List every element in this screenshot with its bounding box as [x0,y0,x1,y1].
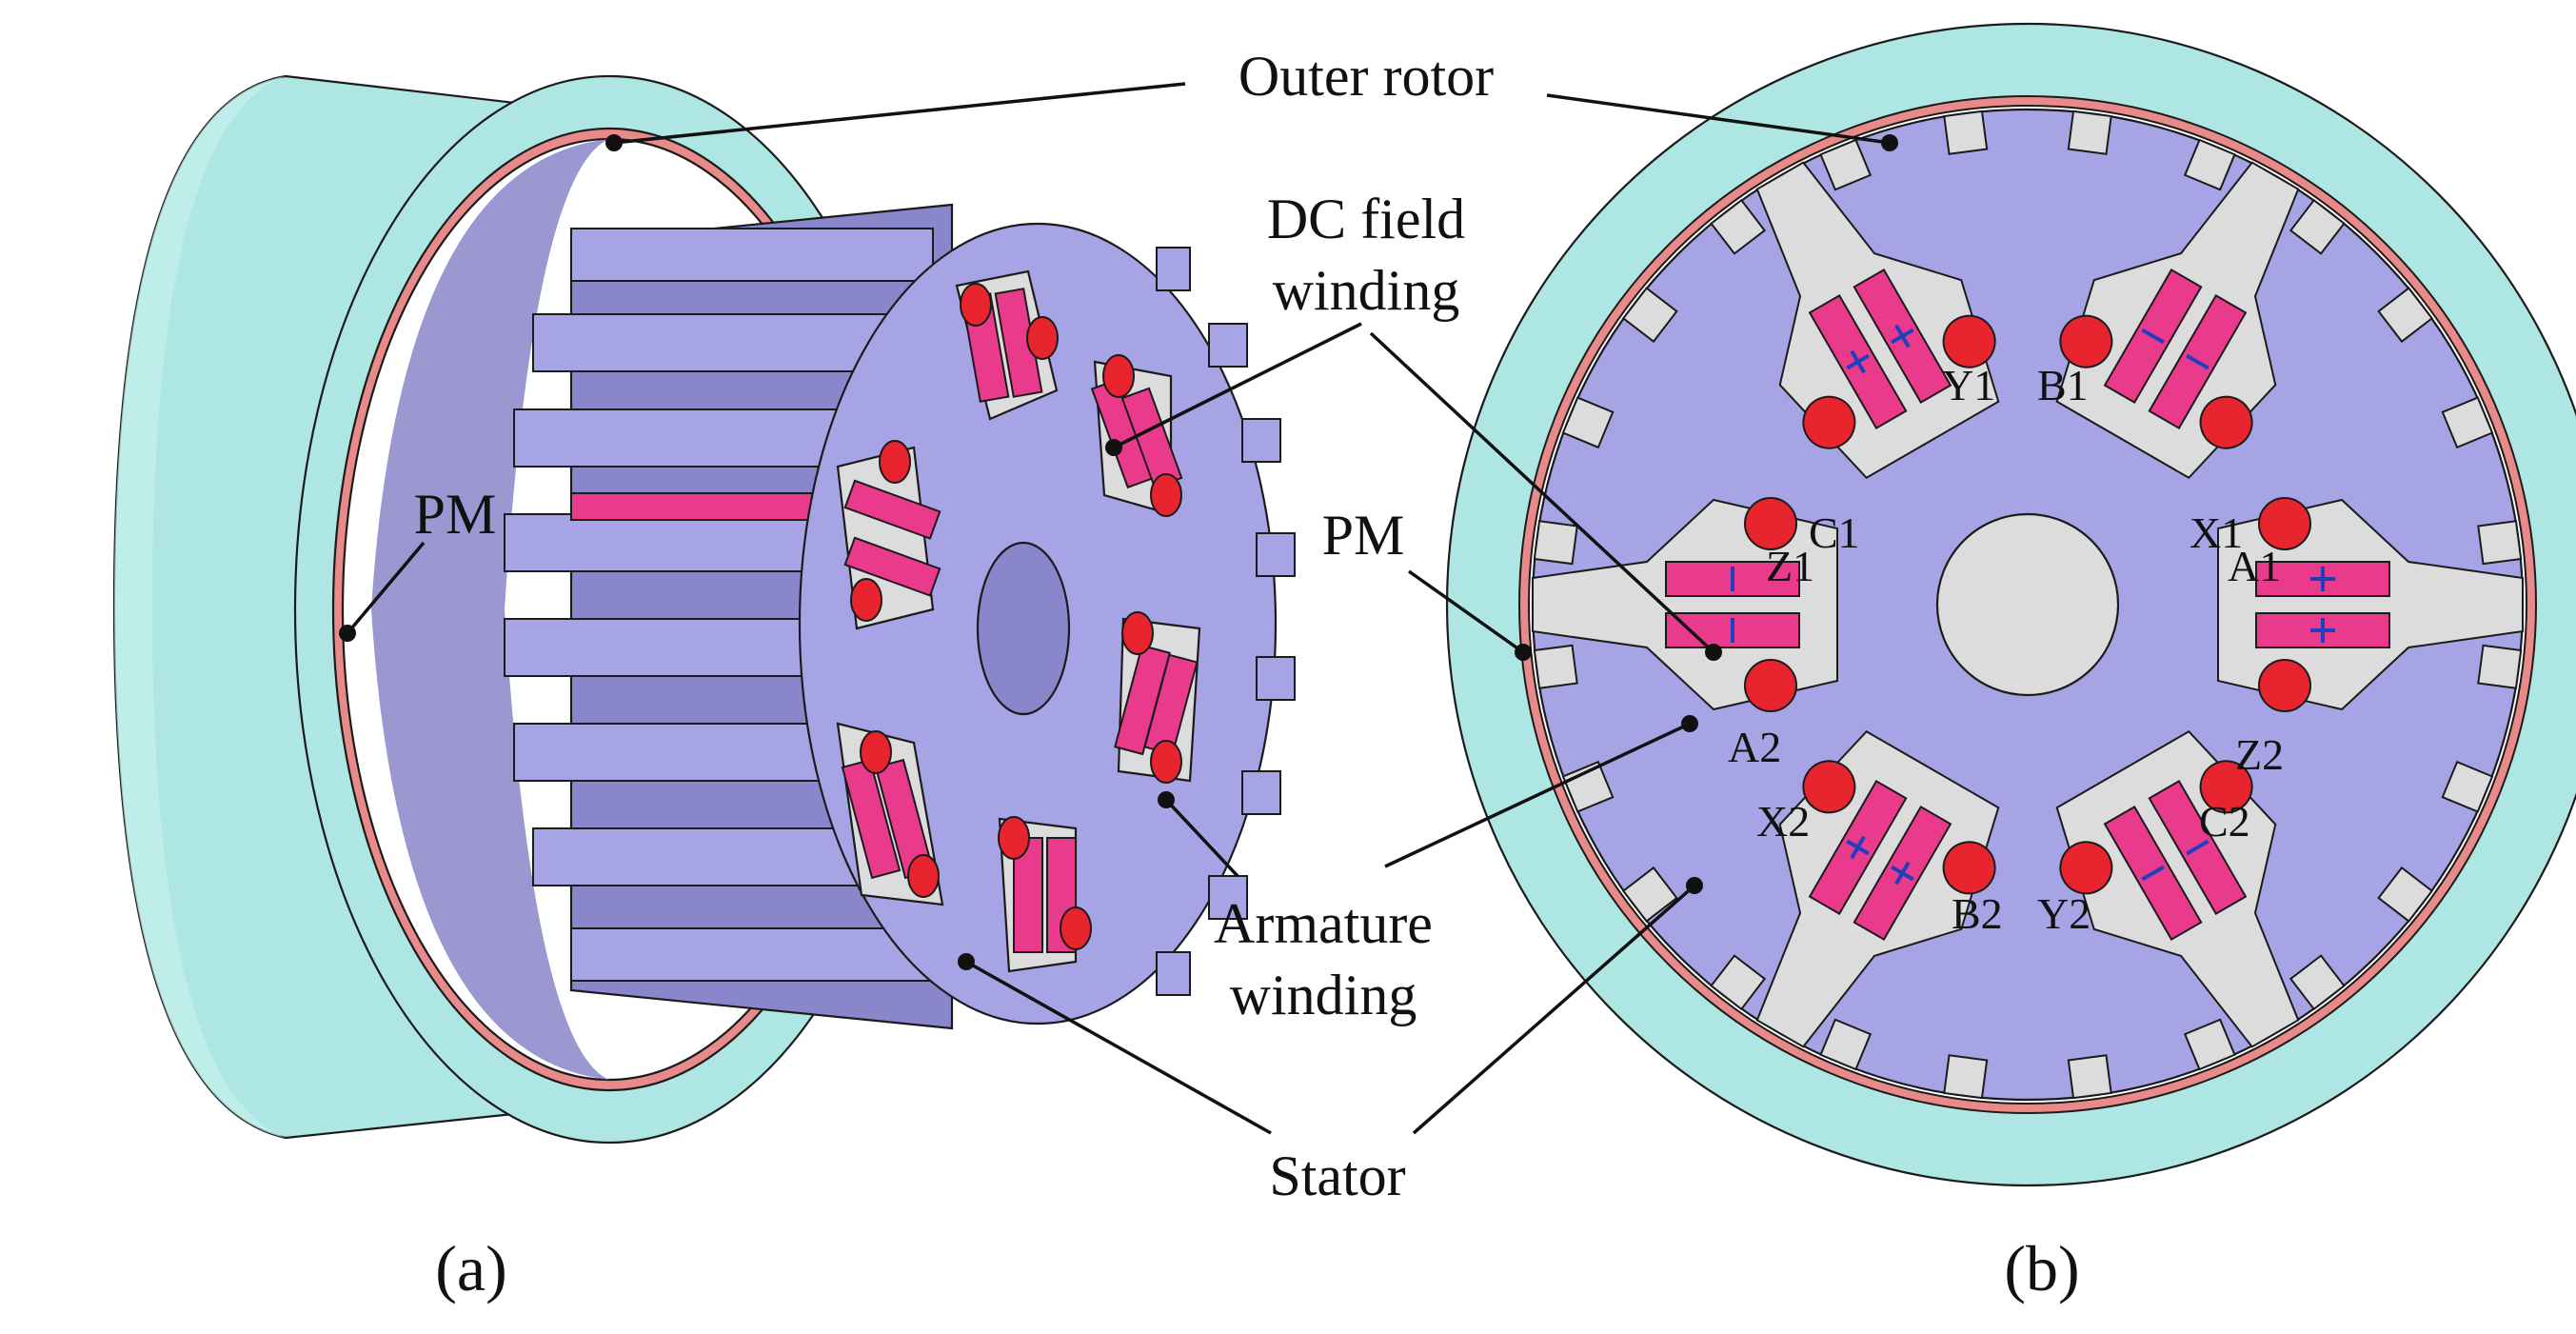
surface-notch [1819,138,1873,191]
panel-a-3d-view [112,74,1296,1145]
surface-notch [2441,396,2494,449]
coil-label-z1: Z1 [1766,542,1814,590]
stator-slot [1755,729,2000,1048]
surface-notch [1561,760,1615,813]
panel-label-a: (a) [435,1232,506,1304]
armature-conductor [1942,314,1996,368]
surface-notch [2067,110,2112,155]
label-pm-right: PM [1322,504,1405,567]
armature-conductor [2199,760,2253,814]
surface-notch [1621,287,1678,344]
surface-notch [1819,1018,1873,1071]
coil-label-a1: A1 [2228,542,2281,590]
coil-label-y2: Y2 [2037,889,2091,938]
coil-label-x2: X2 [1756,797,1810,846]
stator-slot [2055,161,2300,480]
armature-conductor [1744,497,1797,550]
label-dc-field-line2: winding [1273,259,1460,322]
coil-label-z2: Z2 [2235,730,2284,779]
surface-notch [1943,1054,1989,1100]
coil-label-c2: C2 [2199,797,2250,846]
coil-label-c1: C1 [1809,508,1860,557]
label-stator: Stator [1269,1145,1405,1207]
label-armature-line1: Armature [1214,892,1433,955]
surface-notch [2289,954,2346,1011]
panel-b-cross-section [1446,23,2576,1186]
stator-surface-notches [1533,110,2523,1100]
surface-notch [2183,1018,2236,1071]
label-outer-rotor: Outer rotor [1238,45,1494,108]
coil-label-y1: Y1 [1942,361,1995,409]
leader-lines [339,82,1898,1135]
surface-notch [1561,396,1615,449]
armature-conductor [2199,395,2253,449]
coil-label-b2: B2 [1952,889,2003,938]
armature-conductor [2258,659,2311,712]
surface-notch [2289,198,2346,255]
armature-conductor [2059,841,2113,895]
callouts: Outer rotor DC field winding PM PM Armat… [414,45,2080,1304]
armature-conductor [1942,841,1996,895]
stator-slot [1755,161,2000,480]
coil-label-a2: A2 [1728,723,1781,771]
stator-slot [2055,729,2300,1048]
label-armature-line2: winding [1230,964,1417,1026]
armature-conductor [2059,314,2113,368]
armature-conductors-3d [850,283,1182,950]
armature-conductor [1744,659,1797,712]
armature-conductor [2258,497,2311,550]
surface-notch [1943,110,1989,155]
surface-notch [2067,1054,2112,1100]
coil-label-b1: B1 [2037,361,2089,409]
surface-notch [2441,760,2494,813]
surface-notch [2477,520,2523,566]
coil-label-x1: X1 [2190,508,2243,557]
panel-label-b: (b) [2004,1232,2079,1304]
armature-conductor [1802,760,1856,814]
surface-notch [2377,287,2434,344]
label-pm-left: PM [414,483,497,546]
surface-notch [1710,954,1767,1011]
stator-slots [1532,161,2524,1048]
stator-slot [2217,497,2524,712]
label-dc-field-line1: DC field [1267,188,1465,250]
coil-labels: Y1 B1 C1 X1 Z1 A1 A2 Z2 X2 C2 B2 Y2 [1728,361,2284,938]
surface-notch [1533,644,1578,689]
surface-notch [1621,866,1678,923]
surface-notch [1533,520,1578,566]
armature-conductor [1802,395,1856,449]
surface-notch [2183,138,2236,191]
stator-3d [504,203,1296,1030]
dc-coils-3d [841,288,1199,953]
surface-notch [2377,866,2434,923]
shaft-bore [1935,512,2120,697]
surface-notch [2477,644,2523,689]
surface-notch [1710,198,1767,255]
